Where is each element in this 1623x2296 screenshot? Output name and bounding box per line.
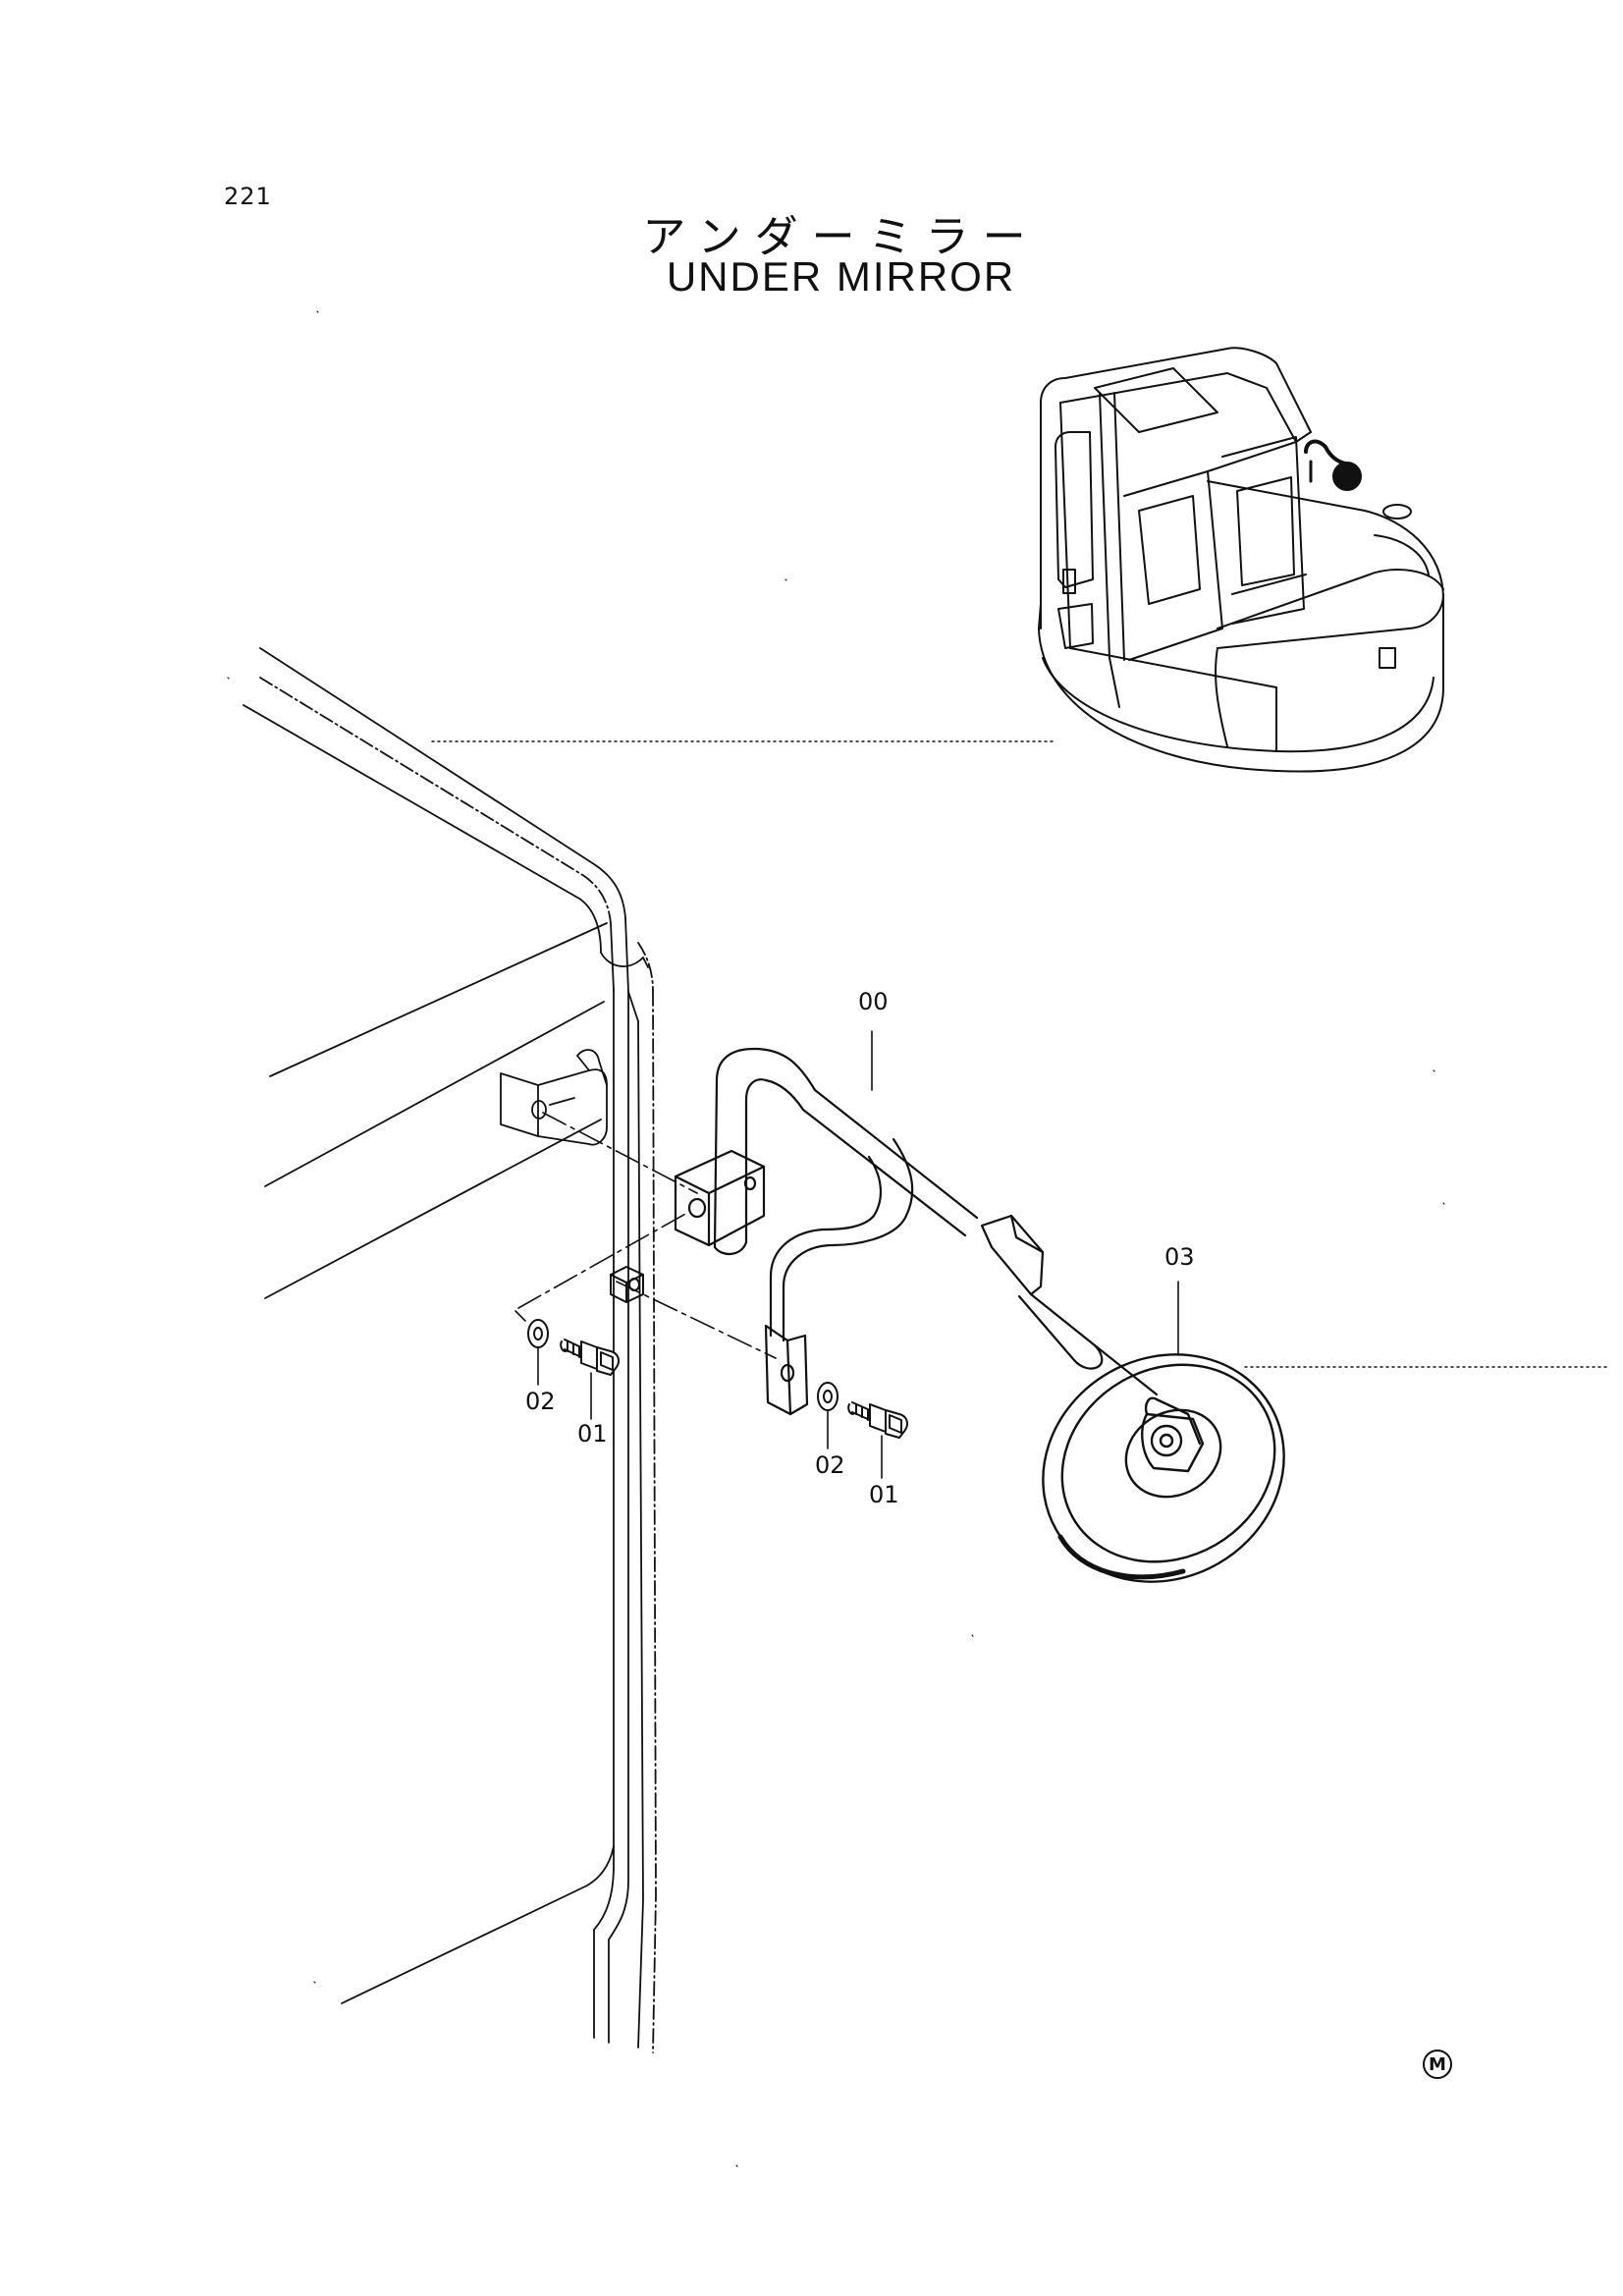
callout-washer-right: 02: [815, 1451, 845, 1479]
nut-plate: [610, 1266, 644, 1303]
corner-mark-letter: M: [1429, 2054, 1446, 2075]
callout-washer-left: 02: [525, 1388, 556, 1415]
page-number: 221: [224, 183, 272, 210]
callout-bolt-left: 01: [577, 1420, 608, 1448]
corner-mark: M: [1423, 2050, 1452, 2079]
callout-leaders: [537, 1030, 1179, 1479]
page-title-english: UNDER MIRROR: [666, 253, 1016, 300]
bolt-left: [560, 1339, 620, 1376]
washer-right: [817, 1382, 839, 1411]
bolt-right: [847, 1401, 908, 1439]
mirror-stay-assembly: [674, 1047, 1159, 1416]
assembly-axis-lines: [514, 1112, 777, 1359]
callout-mirror: 03: [1164, 1243, 1195, 1271]
scan-specks: [227, 310, 1445, 2167]
page-title-japanese: アンダーミラー: [642, 212, 1040, 262]
under-mirror: [1042, 1353, 1611, 1583]
callout-bolt-right: 01: [869, 1481, 899, 1508]
machine-key-map: [431, 347, 1444, 773]
washer-left: [527, 1319, 549, 1348]
cab-body-outline: [243, 647, 657, 2053]
callout-assembly: 00: [858, 988, 889, 1015]
